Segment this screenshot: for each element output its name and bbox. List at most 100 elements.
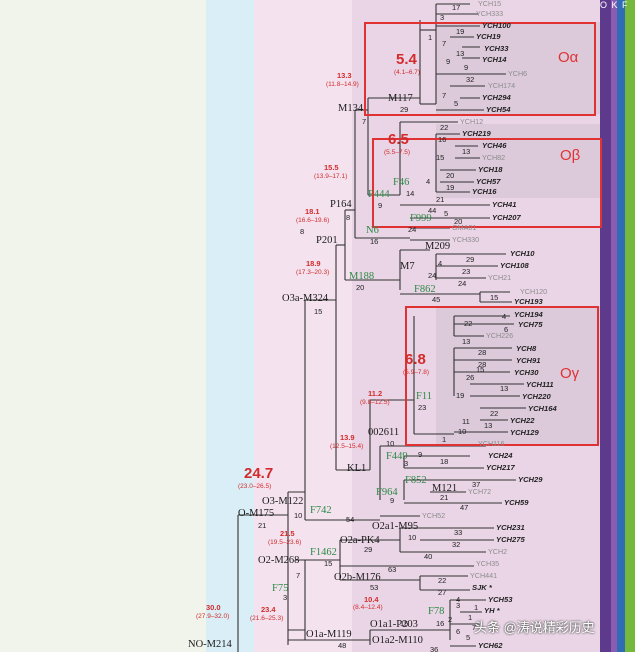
branch-length: 48 — [338, 641, 347, 650]
branch-length: 19 — [456, 391, 465, 400]
age-estimate: 23.4 — [261, 605, 276, 614]
branch-length: 9 — [464, 63, 469, 72]
leaf-label: YCH57 — [476, 177, 501, 186]
branch-length: 18 — [440, 457, 449, 466]
branch-length: 21 — [258, 521, 267, 530]
node-label: P164 — [330, 199, 352, 210]
branch-length: 10 — [408, 533, 417, 542]
branch-length: 5 — [454, 99, 459, 108]
branch-length: 1 — [442, 435, 447, 444]
branch-length: 9 — [390, 496, 395, 505]
age-ci: (8.4–12.4) — [353, 604, 383, 611]
branch-length: 24 — [428, 271, 437, 280]
node-label: O-M175 — [238, 508, 275, 519]
leaf-label: YCH18 — [478, 165, 503, 174]
leaf-label: YCH54 — [486, 105, 511, 114]
branch-length: 5 — [444, 209, 449, 218]
branch-length: 10 — [294, 511, 303, 520]
leaf-label: YCH33 — [484, 44, 509, 53]
haplogroup-stripe-green — [625, 0, 635, 652]
haplogroup-stripe-purple — [611, 0, 617, 652]
branch-length: 4 — [502, 312, 507, 321]
leaf-label: YCH14 — [482, 55, 507, 64]
node-label: F449 — [386, 451, 408, 462]
branch-length: 4 — [456, 595, 461, 604]
subclade-beta-age: 6.5 — [388, 131, 409, 148]
branch-length: 24 — [408, 225, 417, 234]
age-ci: (17.3–20.3) — [296, 269, 330, 276]
branch-length: 7 — [442, 91, 447, 100]
branch-length: 32 — [452, 540, 461, 549]
branch-length: 21 — [436, 195, 445, 204]
node-label: F78 — [428, 606, 445, 617]
leaf-label: YCH8 — [516, 344, 537, 353]
age-estimate: 13.9 — [340, 433, 355, 442]
branch-length: 63 — [388, 565, 397, 574]
branch-length: 8 — [300, 227, 305, 236]
branch-length: 29 — [466, 255, 475, 264]
subclade-gamma-ci: (5.9–7.8) — [403, 369, 430, 376]
node-label: F862 — [414, 284, 436, 295]
branch-length: 10 — [386, 439, 395, 448]
branch-length: 15 — [476, 365, 485, 374]
branch-length: 1 — [474, 603, 479, 612]
branch-length: 20 — [454, 217, 463, 226]
leaf-label: YCH16 — [472, 187, 497, 196]
node-label: O2a1-M95 — [372, 521, 419, 532]
haplogroup-stripe-dark — [600, 0, 611, 652]
node-label: F742 — [310, 505, 332, 516]
branch-length: 3 — [456, 601, 461, 610]
branch-length: 20 — [356, 283, 365, 292]
leaf-label: YCH53 — [488, 595, 513, 604]
branch-length: 53 — [370, 583, 379, 592]
branch-length: 20 — [446, 171, 455, 180]
leaf-label: YCH19 — [476, 32, 501, 41]
branch-length: 15 — [400, 619, 409, 628]
age-estimate: 21.5 — [280, 529, 295, 538]
branch-length: 29 — [400, 105, 409, 114]
leaf-label: YCH193 — [514, 297, 543, 306]
age-estimate-major: 24.7 — [244, 465, 274, 482]
subclade-gamma-age: 6.8 — [405, 351, 426, 368]
node-label: F964 — [376, 487, 398, 498]
age-ci: (19.5–23.6) — [268, 539, 302, 546]
leaf-label: YCH129 — [510, 428, 539, 437]
branch-length: 44 — [428, 206, 437, 215]
leaf-label: YCH22 — [510, 416, 535, 425]
leaf-label: YCH82 — [482, 153, 506, 162]
branch-length: 14 — [406, 189, 415, 198]
node-label: M209 — [425, 241, 451, 252]
branch-length: 10 — [458, 427, 467, 436]
branch-length: 15 — [436, 153, 445, 162]
branch-length: 15 — [490, 293, 499, 302]
node-label: P201 — [316, 235, 338, 246]
branch-length: 9 — [378, 201, 383, 210]
subclade-alpha-ci: (4.1–6.7) — [394, 69, 421, 76]
subclade-gamma-box — [405, 306, 599, 446]
node-label: F46 — [393, 177, 410, 188]
node-label: KL1 — [347, 463, 367, 474]
subclade-gamma-shade — [436, 306, 600, 444]
branch-length: 23 — [462, 267, 471, 276]
leaf-label: YCH194 — [514, 310, 543, 319]
leaf-label: YCH62 — [478, 641, 503, 650]
branch-length: 3 — [404, 459, 409, 468]
branch-length: 28 — [478, 348, 487, 357]
node-label: F1462 — [310, 547, 337, 558]
subclade-beta-shade — [436, 124, 600, 198]
branch-length: 22 — [464, 319, 473, 328]
leaf-label: YCH6 — [508, 69, 528, 78]
leaf-label: YCH100 — [482, 21, 511, 30]
leaf-label: YCH52 — [422, 511, 446, 520]
branch-length: 26 — [466, 373, 475, 382]
branch-length: 16 — [370, 237, 379, 246]
branch-length: 32 — [466, 75, 475, 84]
leaf-label: YCH217 — [486, 463, 515, 472]
leaf-label: YCH116 — [478, 439, 505, 448]
branch-length: 33 — [454, 528, 463, 537]
haplogroup-stripe-blue — [617, 0, 625, 652]
leaf-label: YCH21 — [488, 273, 512, 282]
branch-length: 5 — [466, 633, 471, 642]
age-ci: (12.5–15.4) — [330, 443, 364, 450]
branch-length: 19 — [456, 27, 465, 36]
